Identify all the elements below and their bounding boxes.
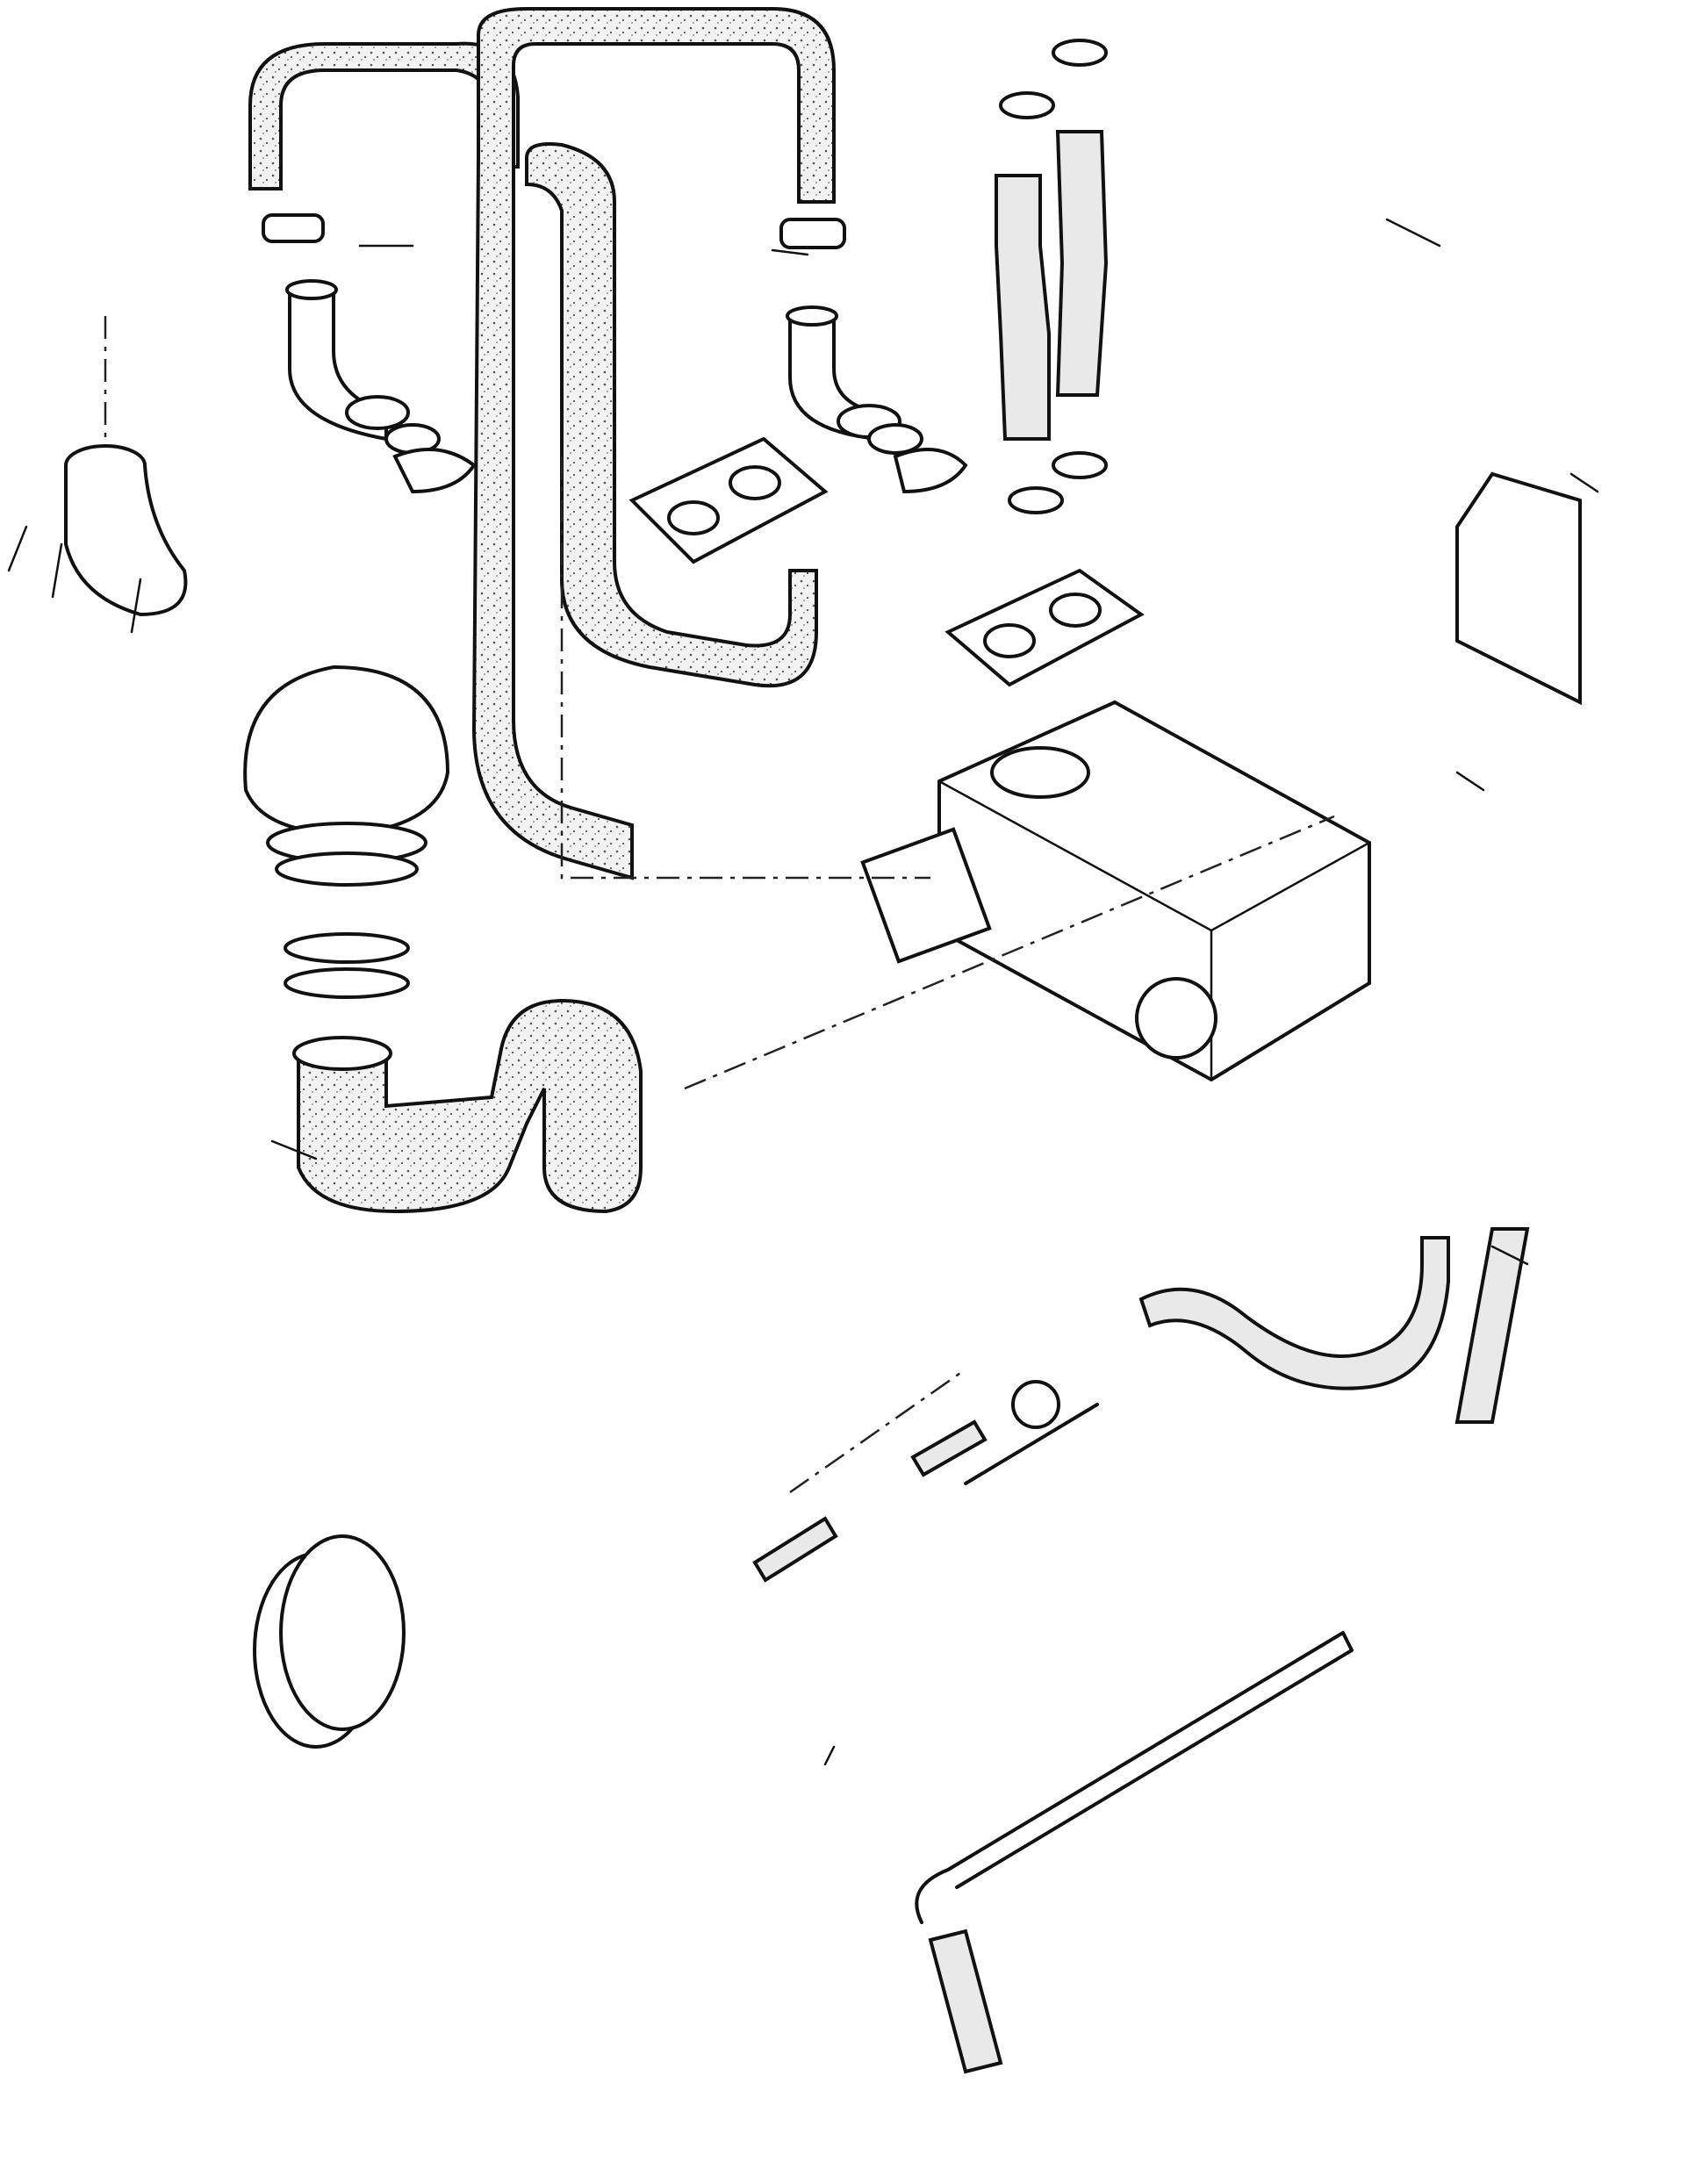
air-cleaner xyxy=(243,665,450,999)
hose-clamp xyxy=(262,213,325,243)
assembly-lines xyxy=(104,316,1335,1494)
bracket-plate xyxy=(1455,471,1582,706)
elbow-outlet xyxy=(64,444,188,617)
vent-grille xyxy=(253,1534,406,1749)
heater-hose xyxy=(1138,1227,1530,1424)
elbow-adapter-right xyxy=(786,305,968,494)
elbow-adapter-left xyxy=(285,279,477,494)
lower-elbow-duct xyxy=(292,998,643,1214)
mounting-plate-right xyxy=(944,568,1145,687)
hose-pair xyxy=(995,39,1109,514)
leader-lines xyxy=(7,218,1599,1766)
inner-duct xyxy=(525,142,818,688)
heater-box xyxy=(860,700,1371,1082)
defroster-tube xyxy=(915,1631,1354,2074)
hose-clamp xyxy=(779,218,846,249)
rod-assembly xyxy=(752,1380,1099,1583)
u-duct-tall xyxy=(471,7,846,880)
mounting-plate-top xyxy=(628,436,829,564)
